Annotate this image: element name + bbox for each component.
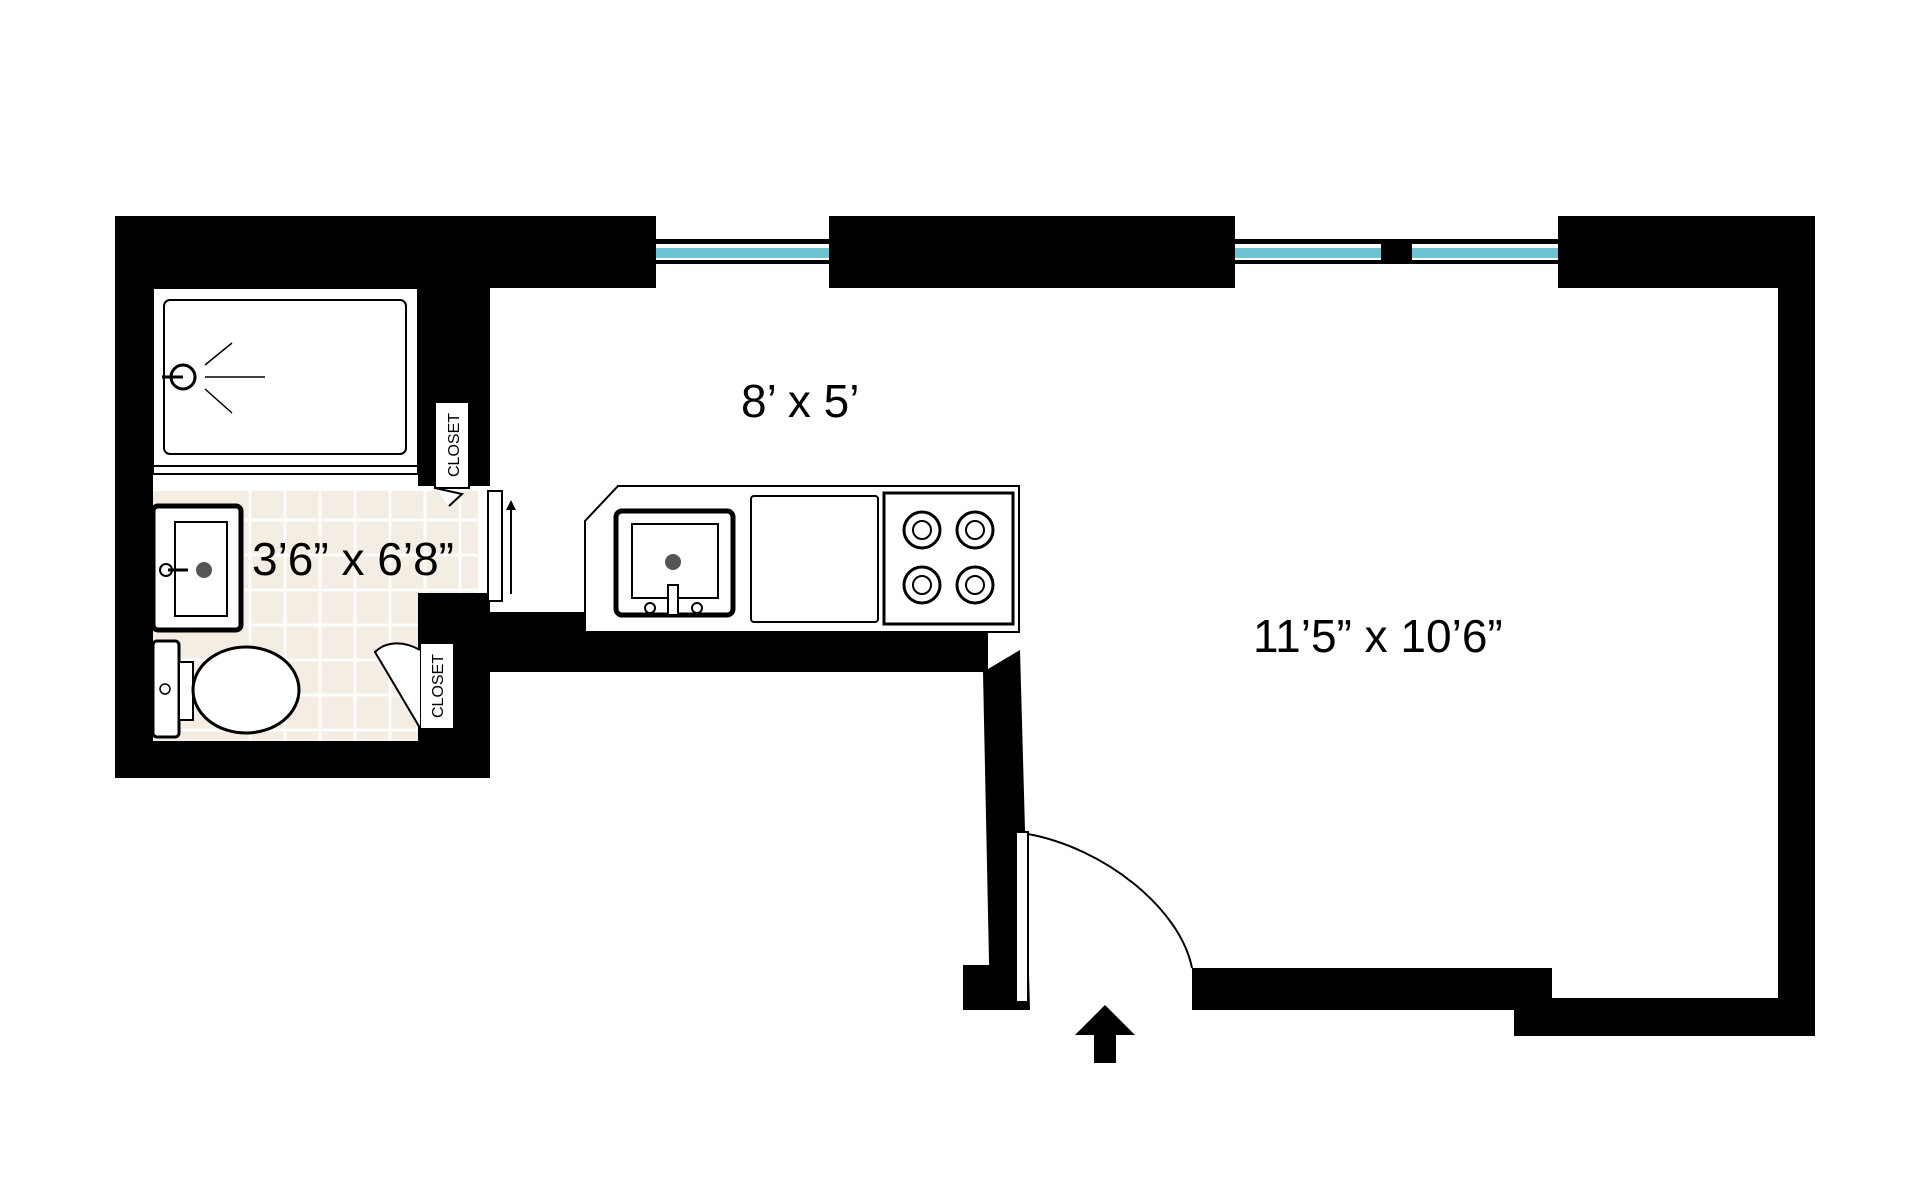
toilet-icon — [151, 639, 301, 739]
kitchen-counter — [584, 485, 1020, 633]
main-room-dimensions: 11’5” x 10’6” — [1253, 610, 1503, 662]
closet-upper-label: CLOSET — [446, 413, 463, 477]
kitchen-dimensions: 8’ x 5’ — [741, 375, 859, 427]
closet-lower: CLOSET — [373, 642, 455, 730]
shower-icon — [152, 287, 419, 475]
window-left — [656, 216, 829, 288]
stove-icon — [882, 491, 1015, 626]
sink-icon — [150, 503, 244, 633]
door-swing-icon — [1015, 831, 1193, 1003]
entry-arrow-icon — [1075, 1005, 1135, 1063]
dishwasher — [750, 495, 879, 623]
window-right — [1235, 216, 1558, 288]
closet-lower-label: CLOSET — [430, 654, 447, 718]
closet-upper: CLOSET — [434, 401, 470, 507]
walls — [115, 216, 1815, 1036]
kitchen-sink-icon — [613, 508, 736, 618]
bathroom-door — [487, 490, 516, 602]
bathroom-dimensions: 3’6” x 6’8” — [252, 533, 454, 585]
